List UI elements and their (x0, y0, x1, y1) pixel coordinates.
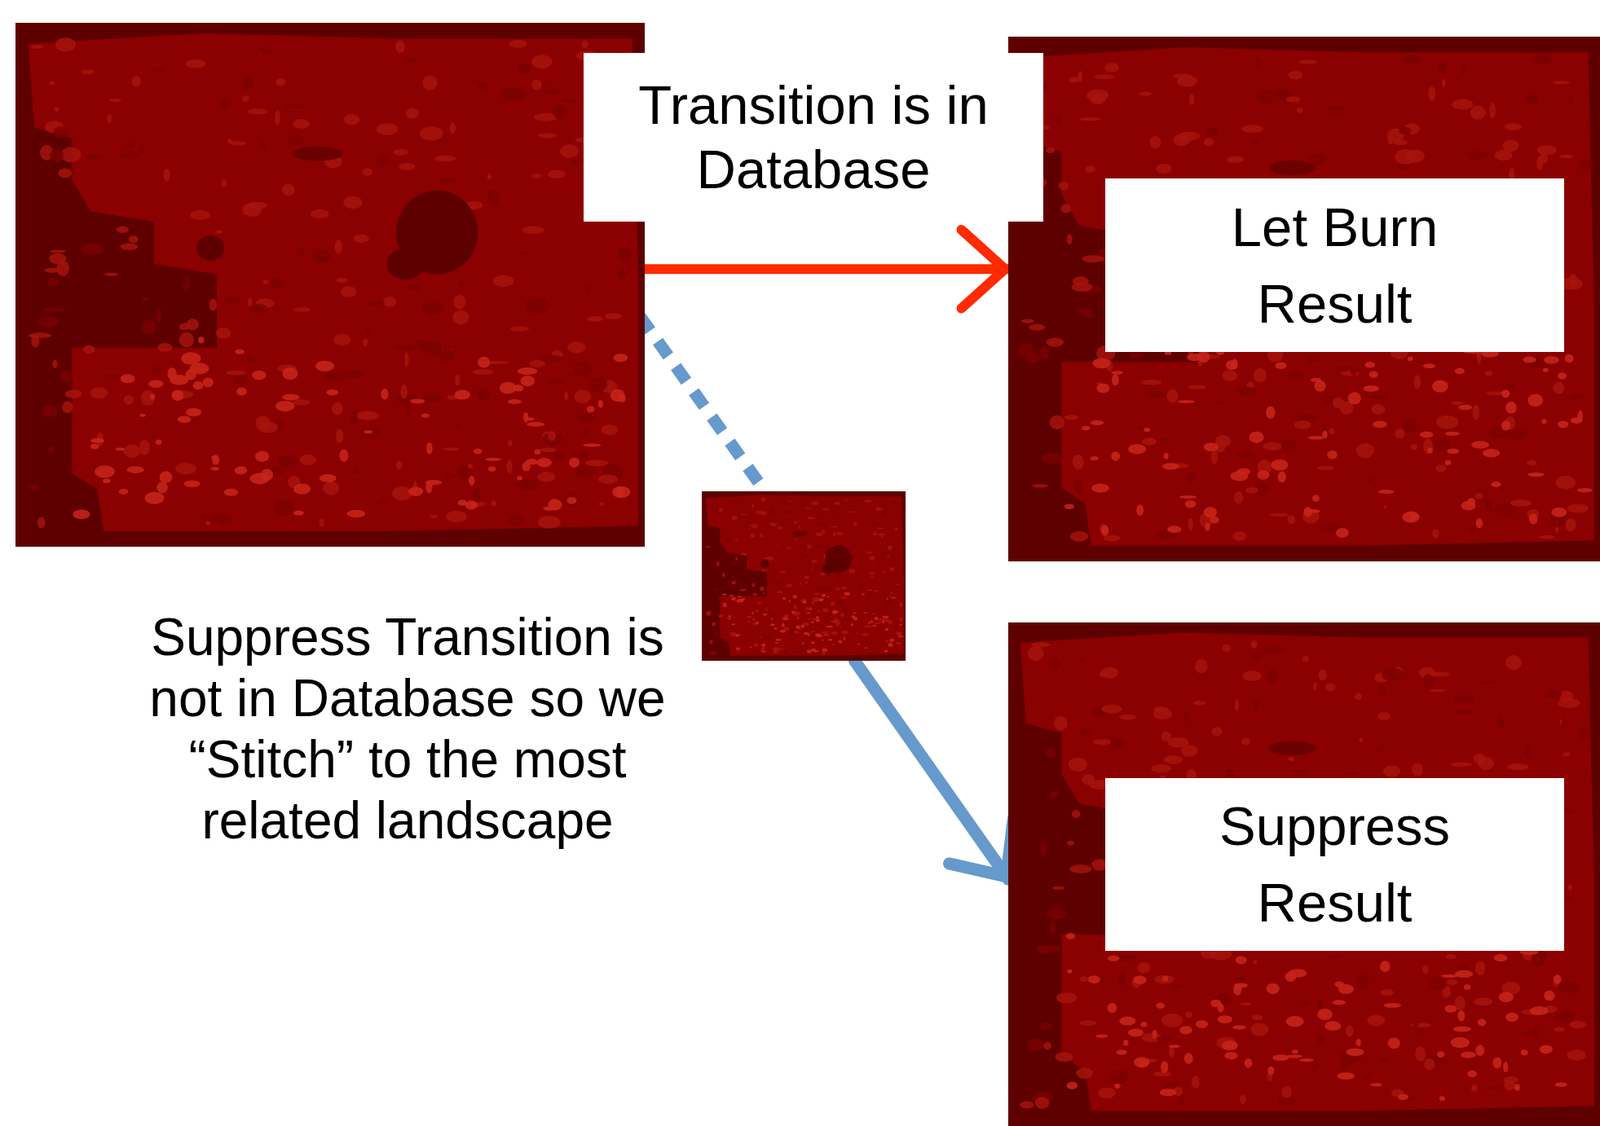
connector-arrow (644, 229, 1009, 309)
landscape-panel: Let Burn Result (1008, 36, 1600, 562)
note-label: Suppress Transition is not in Database s… (122, 607, 693, 852)
landscape-panel (701, 491, 906, 662)
edge-label: Transition is in Database (583, 52, 1044, 222)
result-box: Suppress Result (1105, 778, 1565, 952)
landscape-panel (15, 22, 645, 547)
connector-arrow (855, 661, 1014, 880)
result-box: Let Burn Result (1105, 178, 1565, 353)
landscape-panel: Suppress Result (1008, 622, 1600, 1126)
landscape-map (701, 491, 906, 662)
connector-arrow (639, 316, 766, 492)
landscape-map (15, 22, 645, 547)
